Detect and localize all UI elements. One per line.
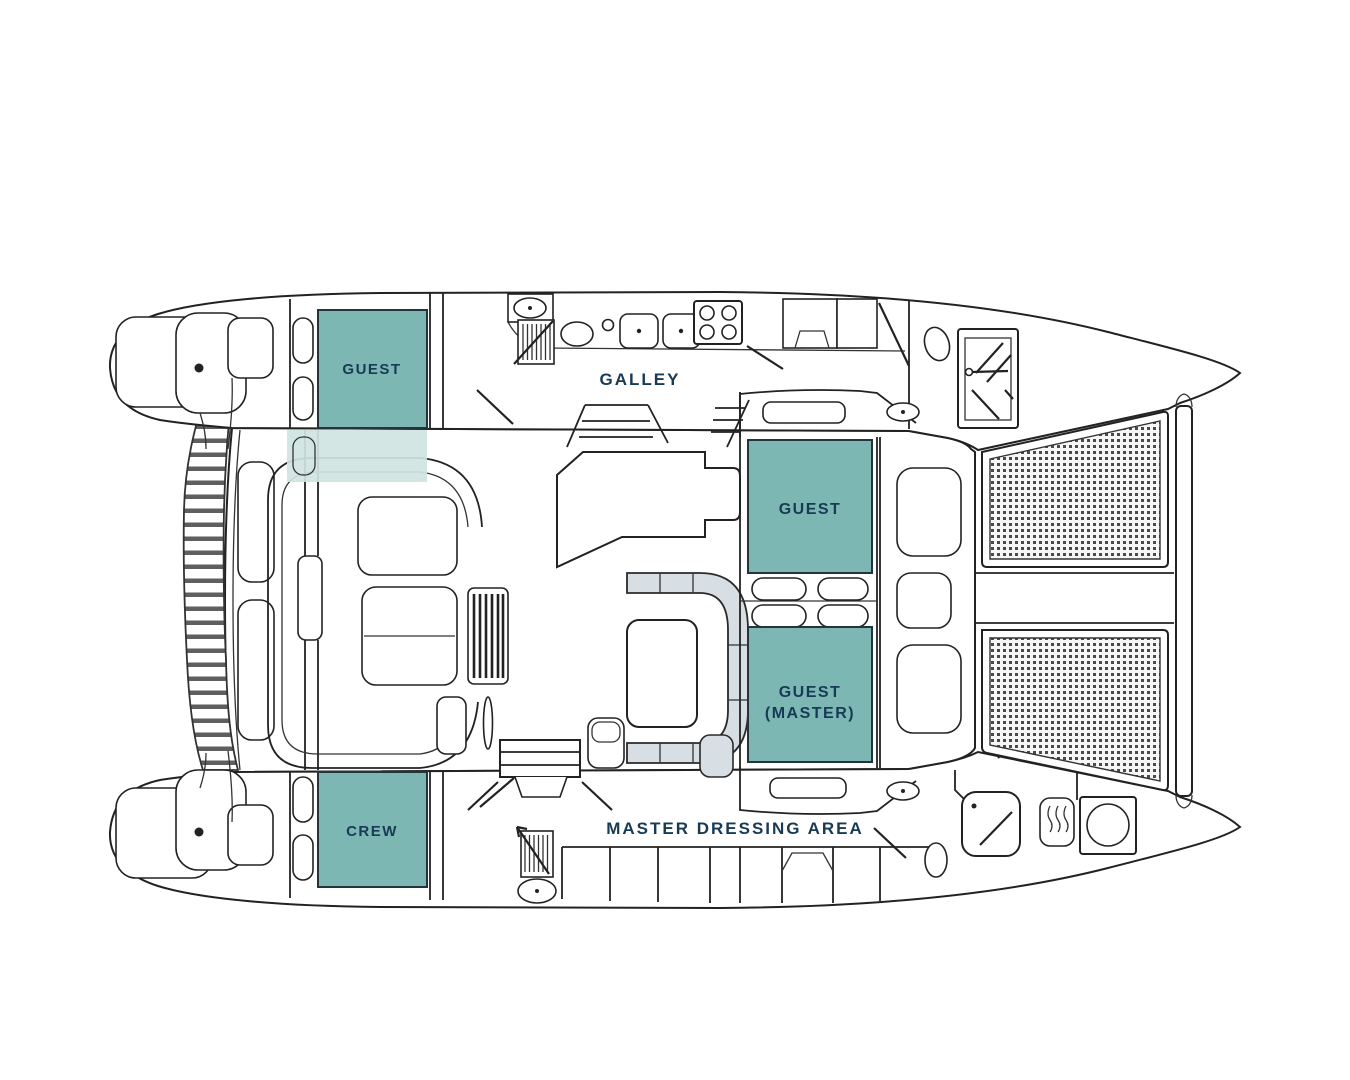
skylight: [762, 401, 846, 424]
door-swing: [476, 389, 514, 425]
trampoline-mesh: [989, 420, 1161, 560]
companionway-grate-starboard: [515, 825, 554, 878]
label-guest-port: GUEST: [342, 361, 401, 378]
door-swing: [581, 781, 613, 811]
cabin-guest-master-bed: [747, 626, 873, 763]
dinette-table: [626, 619, 698, 728]
support-oval: [924, 842, 948, 878]
louver-vent: [1039, 797, 1075, 847]
label-crew: CREW: [346, 823, 398, 840]
label-master-dressing-area: MASTER DRESSING AREA: [606, 819, 864, 838]
shower-forward: [957, 328, 1019, 429]
door-swing: [878, 302, 910, 367]
head-aft-starboard: [954, 723, 1137, 857]
cabin-roof-fwd: [739, 389, 917, 437]
dinette-seat-corner: [699, 734, 734, 778]
locker-detail: [794, 330, 830, 349]
cabin-roof-aft: [739, 767, 917, 815]
washing-machine: [1079, 796, 1137, 855]
galley: GALLEY: [507, 293, 910, 389]
cabins-starboard-column: GUEST GUEST (MASTER): [739, 389, 920, 815]
hanging-locker: [781, 852, 834, 872]
trampolines: [981, 410, 1169, 792]
hull-window: [292, 776, 314, 823]
hull-window: [292, 436, 316, 476]
cabin-crew: CREW: [317, 771, 428, 888]
platform-locker: [227, 804, 274, 866]
fixture-oval: [560, 321, 594, 347]
hatch-dot: [194, 363, 204, 373]
trampoline-port: [981, 410, 1169, 568]
toilet: [923, 326, 951, 362]
foredeck: [896, 467, 1174, 734]
label-galley: GALLEY: [600, 370, 681, 389]
hull-window: [292, 317, 314, 364]
salon: [237, 399, 750, 811]
galley-cabinet: [836, 298, 878, 349]
shower-head-icon: [964, 367, 974, 377]
dinette: [587, 572, 749, 778]
stove: [693, 300, 743, 345]
cabin-guest-port-bed: [317, 309, 428, 429]
louver-cabinet: [467, 587, 509, 685]
sliding-door: [297, 555, 323, 641]
hull-window: [292, 834, 314, 881]
salon-sofa: [357, 496, 458, 576]
skylight: [769, 777, 847, 799]
steps-aft-master: [467, 739, 613, 811]
label-guest-master-line2: (MASTER): [765, 705, 855, 722]
galley-cabinet: [782, 298, 838, 349]
door-swing: [479, 777, 515, 808]
cabin-guest-port: GUEST: [317, 309, 428, 429]
trampoline-starboard: [981, 629, 1169, 792]
label-guest-master-line1: GUEST: [779, 684, 842, 701]
side-table: [436, 696, 467, 755]
cabin-crew-bed: [317, 771, 428, 888]
deck-hatches: [896, 467, 962, 734]
door-swing: [746, 345, 784, 370]
cockpit-bench: [237, 461, 275, 583]
dinette-seat: [587, 717, 625, 769]
door-swing: [873, 827, 907, 859]
trampoline-mesh: [989, 637, 1161, 782]
forward-crossbeam: [1175, 393, 1193, 809]
steps-starboard: [711, 399, 750, 448]
swim-platform-port: [115, 312, 274, 450]
aft-deck-edge: [232, 429, 241, 771]
tap: [601, 318, 615, 332]
steps-port: [566, 404, 669, 448]
cockpit-bench: [237, 599, 275, 741]
label-guest-starboard: GUEST: [779, 501, 842, 518]
shower-aft: [961, 791, 1021, 857]
platform-locker: [227, 317, 274, 379]
hatch-dot: [194, 827, 204, 837]
hull-window: [292, 376, 314, 421]
trim-detail: [482, 696, 494, 750]
storage-lockers: [740, 577, 877, 628]
companionway-grate-port: [513, 319, 555, 365]
swim-platform-starboard: [115, 750, 274, 879]
door-swing: [467, 781, 499, 811]
dressing-cabinets: [561, 827, 948, 903]
aft-bulkhead: [304, 430, 319, 770]
head-forward-port: [908, 300, 1019, 429]
cabin-guest-starboard-bed: [747, 439, 873, 574]
